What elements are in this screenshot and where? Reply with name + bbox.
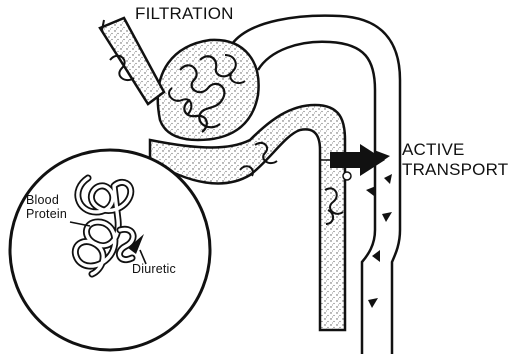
inset-magnifier <box>10 150 210 350</box>
blood-protein-label-line2: Protein <box>26 207 67 221</box>
glomerulus <box>158 40 259 140</box>
blood-protein-label-line1: Blood <box>26 193 59 207</box>
filtration-label: FILTRATION <box>135 4 234 24</box>
active-transport-label-line2: TRANSPORT <box>402 160 508 180</box>
collecting-tubule <box>362 145 400 354</box>
diuretic-label: Diuretic <box>132 262 176 276</box>
active-transport-label-line1: ACTIVE <box>402 140 465 160</box>
afferent-arteriole <box>100 18 164 104</box>
